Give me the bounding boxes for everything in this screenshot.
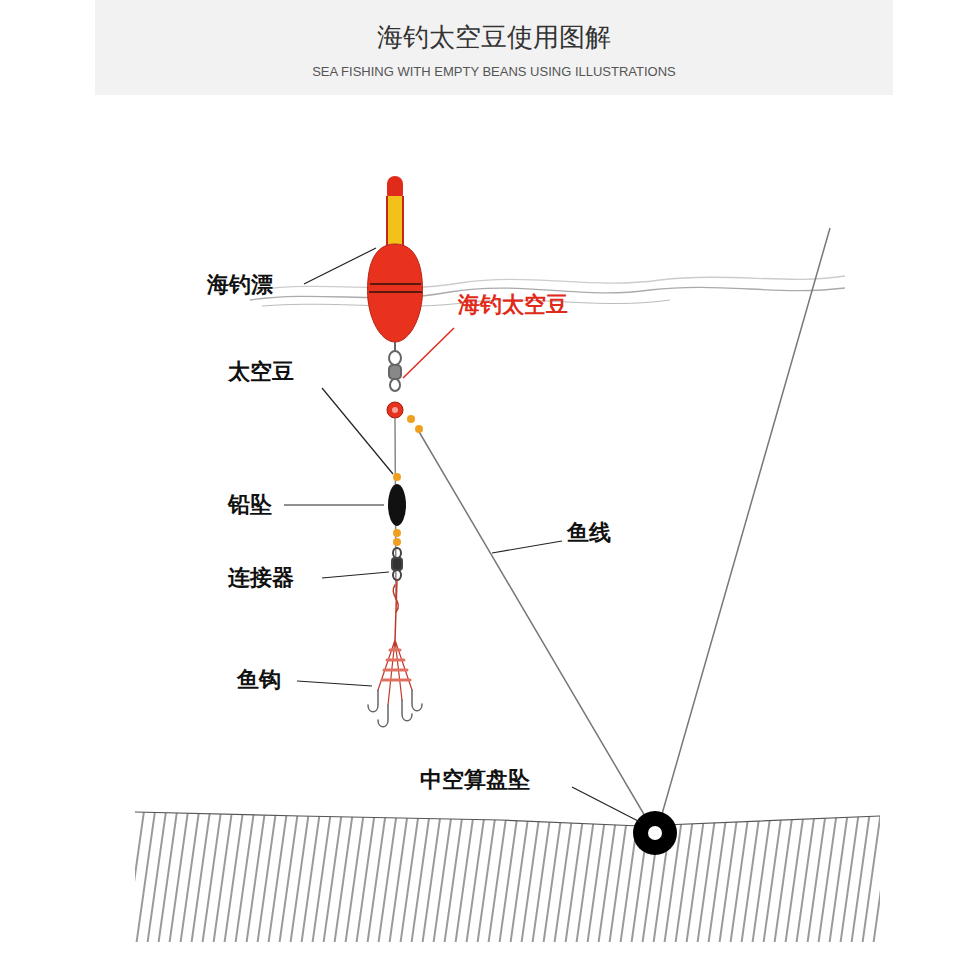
swivel xyxy=(389,342,401,391)
seabed-edge xyxy=(135,812,880,826)
connector-swivel xyxy=(392,548,402,580)
space-bean xyxy=(387,402,403,418)
leader-lines xyxy=(284,248,640,822)
hook-rig xyxy=(368,580,422,727)
leader-line-red xyxy=(403,328,454,378)
header-band xyxy=(95,0,893,95)
abacus-sinker-hole xyxy=(648,826,662,840)
part-label: 鱼钩 xyxy=(237,667,281,692)
lead-sinker xyxy=(388,484,406,526)
bead xyxy=(415,425,423,433)
sea-float xyxy=(368,176,423,342)
part-label: 鱼线 xyxy=(567,520,611,545)
fishing-line xyxy=(658,228,830,828)
abacus-sinker xyxy=(633,811,677,855)
bead xyxy=(393,473,401,481)
bead xyxy=(393,538,401,546)
part-label: 太空豆 xyxy=(228,359,294,384)
fishing-line xyxy=(418,430,652,828)
bead xyxy=(407,415,415,423)
part-label-highlight: 海钓太空豆 xyxy=(458,292,568,317)
bead xyxy=(393,529,401,537)
seabed-hatching xyxy=(135,812,880,942)
wave-line xyxy=(255,276,845,290)
title: 海钓太空豆使用图解 xyxy=(377,23,611,53)
space-bean-hole xyxy=(392,407,398,413)
part-label: 中空算盘坠 xyxy=(420,767,530,792)
part-label: 海钓漂 xyxy=(207,272,273,297)
subtitle: SEA FISHING WITH EMPTY BEANS USING ILLUS… xyxy=(312,65,676,80)
part-label: 铅坠 xyxy=(228,492,272,517)
part-label: 连接器 xyxy=(228,565,294,590)
